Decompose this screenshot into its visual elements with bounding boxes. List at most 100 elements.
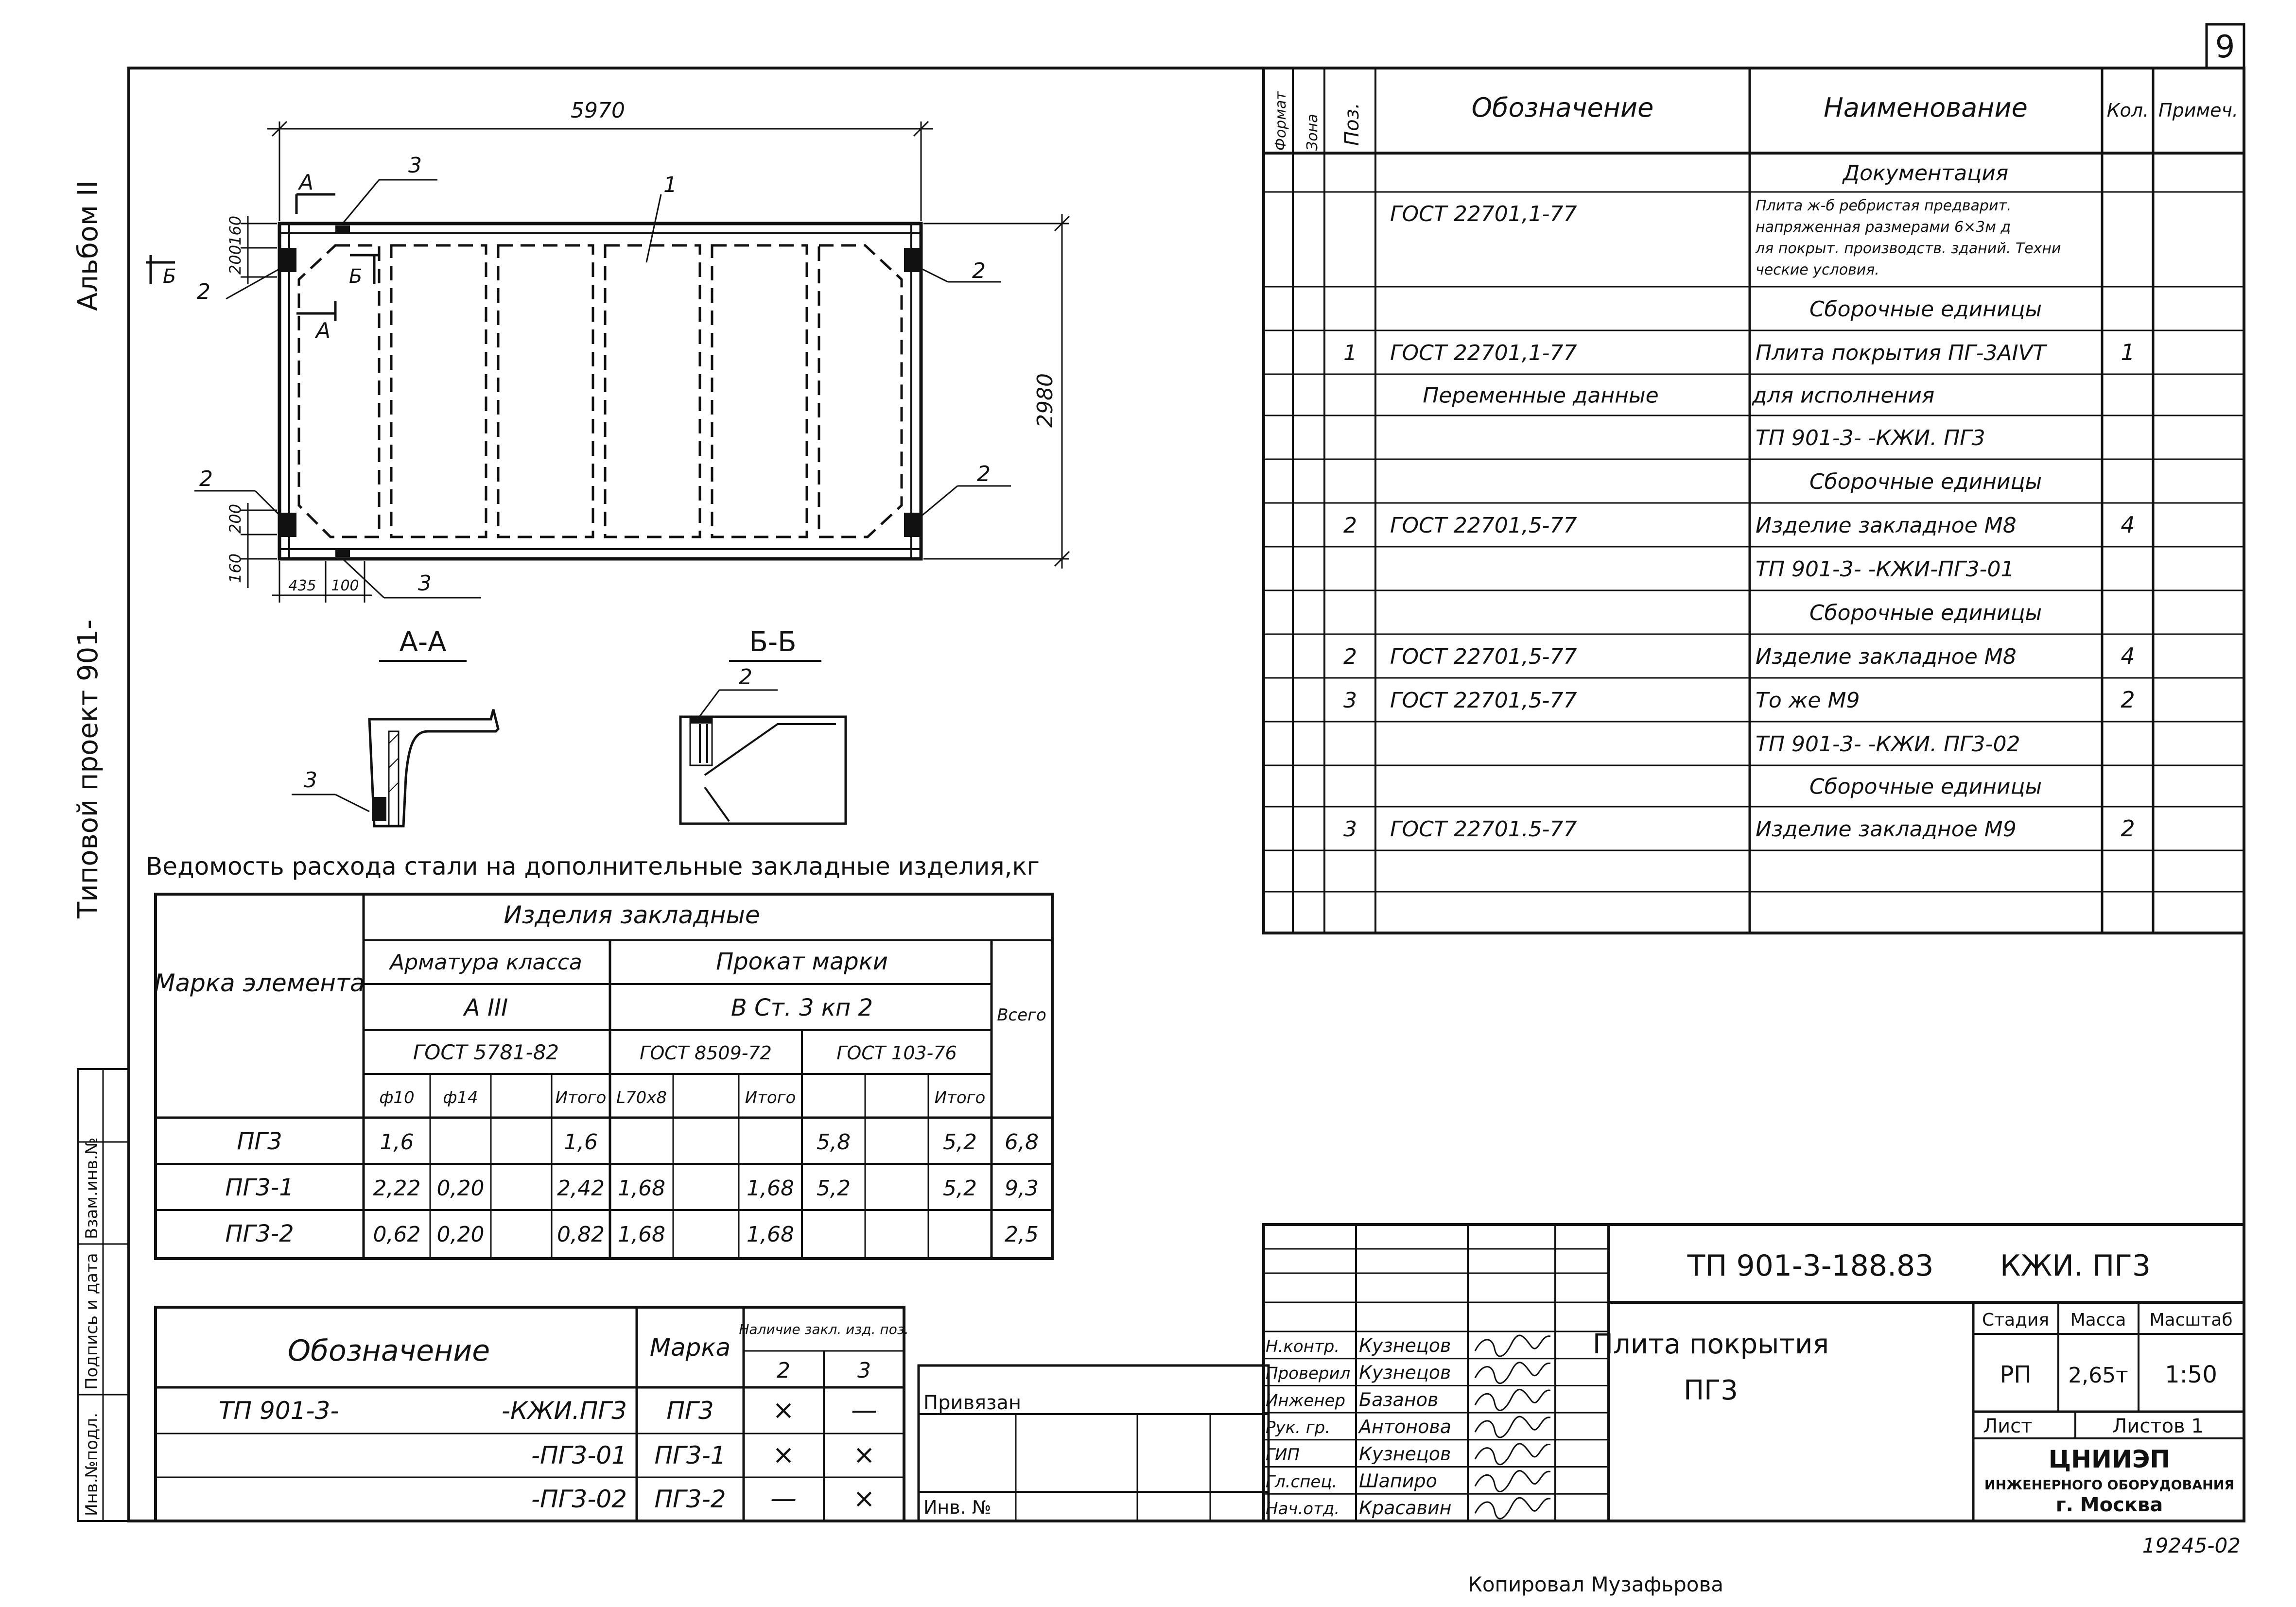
embed-plate [281,513,296,537]
steel-subheader: ф10 [379,1088,414,1107]
spec-pos: 1 [1343,341,1357,365]
dim-100: 100 [331,577,359,594]
marks-h-p2: 2 [777,1358,790,1383]
steel-table: Марка элемента Изделия закладные Арматур… [154,893,1054,1260]
spec-variant: для исполнения [1752,383,1934,408]
steel-cell: 0,20 [437,1176,485,1201]
steel-cell: 1,68 [618,1222,665,1247]
embed-plate [281,248,296,272]
spec-name-line: Плита ж-б ребристая предварит. [1756,197,2011,214]
project-label: Типовой проект 901- [72,620,104,919]
stamp-signature-label: Подпись и дата [82,1253,102,1390]
spec-h-name: Наименование [1824,92,2028,123]
scale-value: 1:50 [2165,1361,2217,1388]
steel-cell: 5,2 [817,1176,851,1201]
callout-2-tl: 2 [197,279,210,304]
spec-h-zone: Зона [1304,114,1321,151]
marks-presence-3: × [853,1439,875,1470]
steel-row-mark: ПГ3 [237,1128,282,1155]
steel-row-total: 6,8 [1005,1130,1039,1155]
steel-h-gost1: ГОСТ 5781-82 [413,1040,559,1064]
mass-header: Масса [2070,1310,2126,1330]
slab-ribs [297,244,903,538]
spec-name: ТП 901-3- -КЖИ-ПГ3-01 [1756,557,2014,582]
steel-table-caption: Ведомость расхода стали на дополнительны… [146,852,1040,881]
marks-mark: ПГ3 [666,1397,713,1425]
marks-table: Обозначение Марка Наличие закл. изд. поз… [154,1306,909,1522]
title-block: Привязан Инв. № Н.контр.КузнецовПроверил… [917,1223,2245,1522]
spec-name-line: ля покрыт. производств. зданий. Техни [1755,240,2061,257]
dim-200-bot: 200 [226,504,244,534]
embed-plate [904,513,920,537]
spec-table: Формат Зона Поз. Обозначение Наименовани… [1262,67,2245,934]
stamp-inv-label: Инв.№подл. [82,1413,102,1516]
spec-designation: ГОСТ 22701,1-77 [1390,341,1577,365]
steel-cell: 5,2 [943,1176,977,1201]
stamp-replace-label: Взам.инв.№ [82,1138,102,1239]
spec-h-pos: Поз. [1341,103,1363,146]
spec-name: Плита покрытия ПГ-3АIVТ [1756,341,2048,365]
section-bb-callout: 2 [739,665,752,690]
steel-subheader: Итого [556,1088,607,1107]
plan-view: 5970 2980 160 200 200 160 435 100 1 3 [146,98,1070,603]
spec-variable-data: Переменные данные [1423,383,1658,408]
org-name: ЦНИИЭП [2049,1445,2170,1473]
marks-h-presence: Наличие закл. изд. поз. [739,1321,908,1337]
signature-name: Кузнецов [1359,1335,1451,1356]
embed-plate [335,550,350,557]
marks-designation-suffix: -КЖИ.ПГ3 [502,1397,627,1425]
marks-presence-3: × [853,1483,875,1514]
dim-200-top: 200 [226,245,244,275]
spec-qty: 1 [2121,339,2135,365]
steel-cell: 2,42 [557,1176,605,1201]
marks-presence-3: — [851,1395,877,1425]
handwritten-signature [1474,1362,1551,1384]
embed-plate [335,225,350,232]
spec-designation: ГОСТ 22701,5-77 [1390,688,1577,713]
spec-qty: 2 [2121,815,2135,842]
steel-subheader: Итого [935,1088,986,1107]
slab-outline [278,222,923,561]
spec-qty: 4 [2121,512,2135,538]
dim-160-bot: 160 [226,553,244,583]
spec-name: Изделие закладное М8 [1756,513,2017,538]
section-aa: А-А 3 [292,626,500,828]
copied-by: Копировал Музафьрова [1468,1572,1723,1596]
steel-cell: 5,2 [943,1130,977,1155]
steel-h-rebar: Арматура класса [388,950,582,975]
handwritten-signature [1474,1389,1551,1411]
embed-plate [904,248,920,272]
bound-label: Привязан [923,1392,1021,1414]
signature-name: Шапиро [1359,1470,1437,1492]
spec-name-line: ческие условия. [1756,261,1879,278]
handwritten-signature [1474,1497,1551,1520]
steel-h-gost2: ГОСТ 8509-72 [640,1042,772,1064]
cut-a-bot: А [314,318,330,343]
steel-cell: 0,82 [557,1222,605,1247]
steel-cell: 0,20 [437,1222,485,1247]
steel-cell: 1,68 [747,1222,794,1247]
spec-pos: 3 [1343,817,1357,842]
marks-designation-suffix: -ПГ3-01 [531,1441,627,1469]
handwritten-signature [1474,1470,1551,1492]
signature-role: Нач.отд. [1266,1499,1339,1519]
steel-h-items: Изделия закладные [504,901,760,929]
marks-h-mark: Марка [650,1333,731,1362]
spec-name: Изделие закладное М9 [1756,817,2017,842]
org-city: г. Москва [2056,1494,2163,1516]
signature-name: Кузнецов [1359,1362,1451,1383]
section-bb-title: Б-Б [749,626,796,658]
marks-presence-2: — [770,1483,797,1514]
title-line-2: ПГ3 [1684,1375,1738,1406]
spec-designation: ГОСТ 22701,5-77 [1390,513,1577,538]
steel-cell: 0,62 [373,1222,421,1247]
handwritten-signature [1474,1334,1551,1357]
signature-name: Базанов [1359,1389,1438,1410]
doc-suffix: КЖИ. ПГ3 [2000,1249,2151,1283]
spec-pos: 3 [1343,688,1357,713]
steel-subheader: L70x8 [616,1088,667,1107]
spec-name: То же М9 [1756,688,1860,713]
spec-h-designation: Обозначение [1472,92,1654,123]
